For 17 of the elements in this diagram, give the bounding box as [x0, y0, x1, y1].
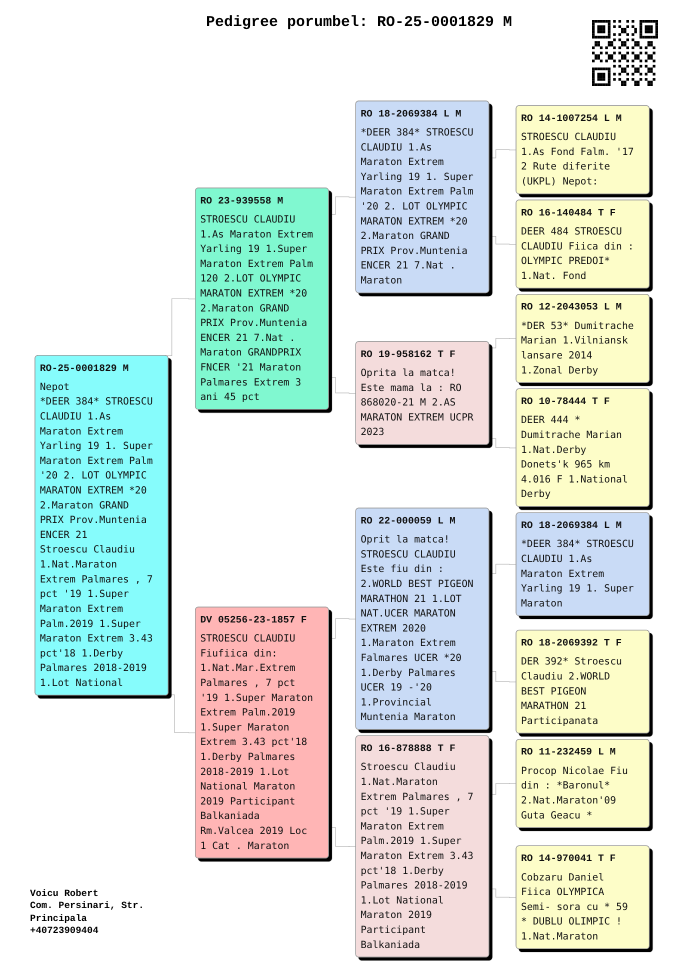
footer-text: +40723909404 — [30, 925, 100, 938]
footer-text: Com. Persinari, Str. Principala — [30, 900, 146, 926]
connector — [328, 618, 357, 639]
footer-text: Voicu Robert — [30, 888, 100, 900]
connector — [489, 338, 518, 348]
connector — [489, 783, 518, 795]
connector — [328, 377, 357, 394]
chart-title: Pedigree porumbel: RO-25-0001829 M — [204, 14, 514, 31]
connector — [489, 888, 518, 898]
connector — [489, 438, 518, 448]
connector — [489, 671, 518, 682]
connector — [328, 196, 357, 215]
connector — [489, 149, 518, 158]
connector — [328, 827, 357, 847]
connector — [489, 236, 518, 245]
connector — [489, 564, 518, 574]
connector — [167, 694, 196, 734]
